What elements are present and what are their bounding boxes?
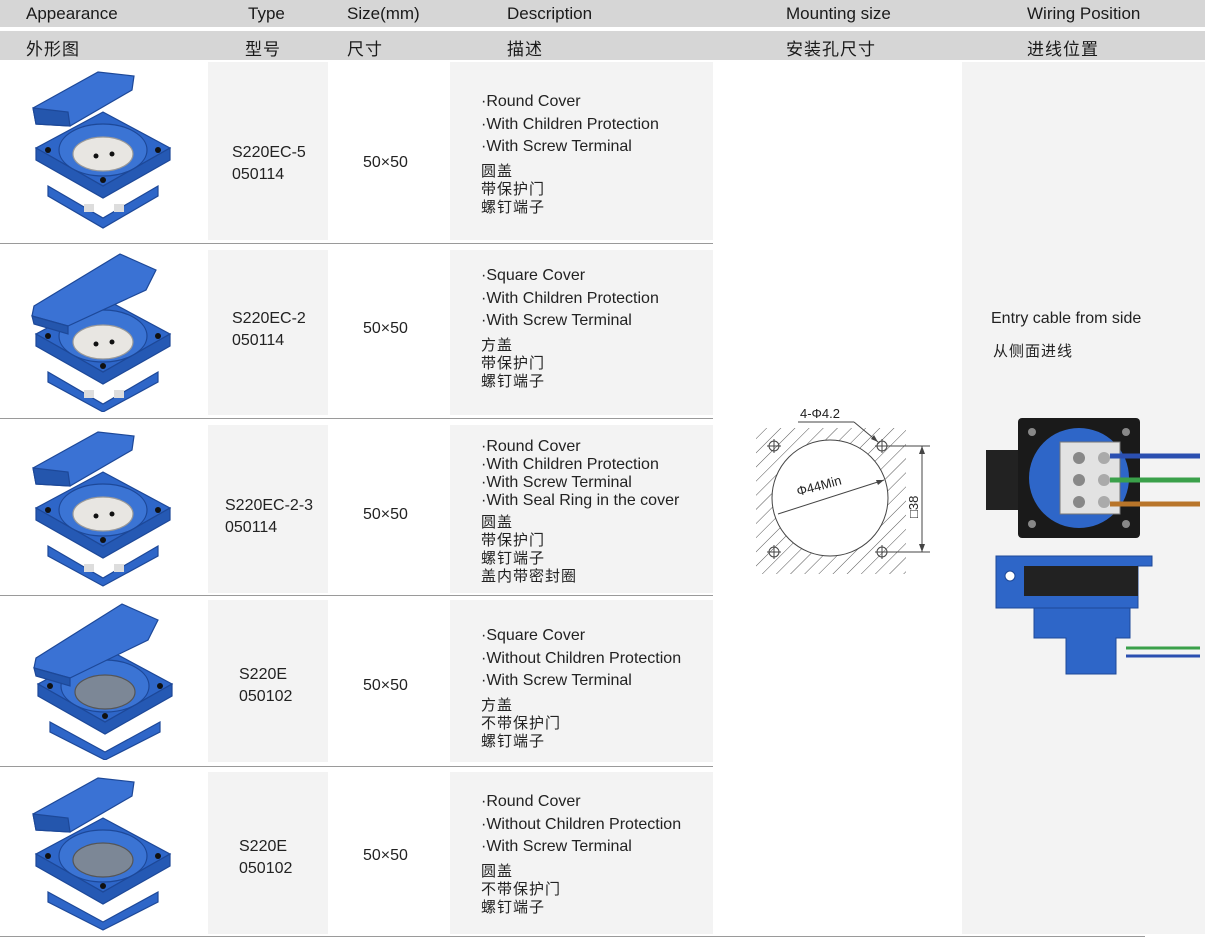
desc-cell-5 — [450, 772, 713, 934]
desc-cell-1 — [450, 62, 713, 240]
header-type: Type — [248, 4, 285, 23]
description-row-3: ·Round Cover·With Children Protection·Wi… — [481, 438, 680, 585]
desc-cell-4 — [450, 600, 713, 762]
row-divider — [0, 766, 713, 767]
description-row-1: ·Round Cover·With Children Protection·Wi… — [481, 93, 659, 216]
size-row-1: 50×50 — [363, 154, 408, 171]
header-wiring-zh: 进线位置 — [1027, 40, 1099, 59]
row-divider — [0, 595, 713, 596]
type-cell-3 — [208, 425, 328, 593]
socket-round-cover-icon — [32, 71, 172, 229]
header-size-zh: 尺寸 — [347, 40, 383, 59]
header-size: Size(mm) — [347, 4, 420, 23]
header-appearance: Appearance — [26, 4, 118, 23]
size-row-5: 50×50 — [363, 847, 408, 864]
header-type-zh: 型号 — [245, 40, 281, 59]
header-wiring-position: Wiring Position — [1027, 4, 1141, 23]
desc-cell-3 — [450, 425, 713, 593]
header-description-zh: 描述 — [507, 40, 543, 59]
wiring-position-diagram — [986, 418, 1200, 675]
type-cell-5 — [208, 772, 328, 934]
wiring-description-en: Entry cable from side — [991, 310, 1142, 327]
size-row-2: 50×50 — [363, 320, 408, 337]
table-bottom-border — [0, 936, 1145, 937]
row-divider — [0, 243, 713, 244]
desc-cell-2 — [450, 250, 713, 415]
socket-square-cover-no-protection-icon — [33, 603, 174, 760]
description-row-2: ·Square Cover·With Children Protection·W… — [481, 267, 659, 390]
wiring-description-zh: 从侧面进线 — [993, 343, 1074, 360]
header-appearance-zh: 外形图 — [26, 40, 80, 59]
header-row-en: Appearance Type Size(mm) Description Mou… — [0, 0, 1205, 27]
mounting-hole-diagram: 4-Φ4.2 Φ44Min □38 — [756, 406, 930, 574]
header-mounting-size: Mounting size — [786, 4, 891, 23]
header-description: Description — [507, 4, 593, 23]
hole-spec-label: 4-Φ4.2 — [800, 406, 840, 421]
size-row-3: 50×50 — [363, 506, 408, 523]
socket-square-cover-icon — [31, 253, 172, 412]
socket-round-cover-seal-icon — [32, 431, 172, 587]
socket-round-cover-no-protection-icon — [32, 777, 172, 931]
row-divider — [0, 418, 713, 419]
header-mounting-zh: 安装孔尺寸 — [786, 40, 876, 59]
size-row-4: 50×50 — [363, 677, 408, 694]
description-row-5: ·Round Cover·Without Children Protection… — [481, 793, 682, 916]
type-cell-2 — [208, 250, 328, 415]
type-cell-4 — [208, 600, 328, 762]
description-row-4: ·Square Cover·Without Children Protectio… — [481, 627, 682, 750]
header-row-zh: 外形图 型号 尺寸 描述 安装孔尺寸 进线位置 — [0, 31, 1205, 60]
type-cell-1 — [208, 62, 328, 240]
square-size-label: □38 — [906, 496, 921, 518]
